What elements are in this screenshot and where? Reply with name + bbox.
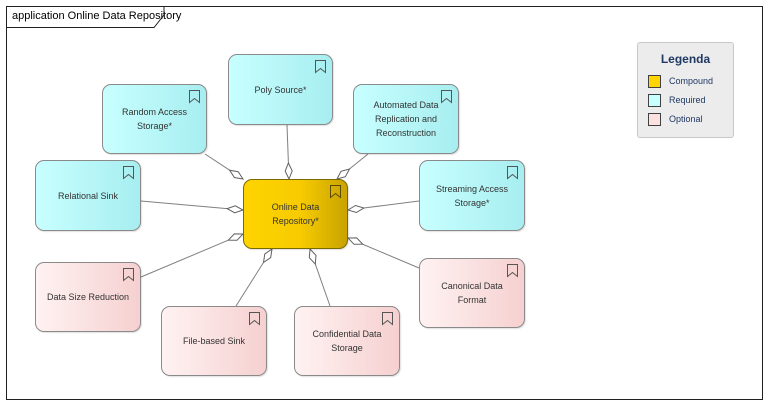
- legend-label: Optional: [669, 114, 703, 124]
- node-label: Canonical Data Format: [441, 281, 503, 305]
- connector-random-access[interactable]: [204, 153, 230, 171]
- node-label: Data Size Reduction: [46, 292, 130, 302]
- bookmark-icon: [507, 166, 518, 180]
- node-confidential-data-storage[interactable]: Confidential Data Storage: [294, 306, 400, 376]
- legend-label: Required: [669, 95, 706, 105]
- aggregation-diamond-icon: [308, 247, 317, 266]
- node-label: Poly Source*: [254, 84, 307, 95]
- bookmark-icon: [123, 268, 134, 282]
- bookmark-icon: [382, 312, 393, 326]
- bookmark-icon: [507, 264, 518, 278]
- node-label: Random Access Storage*: [121, 107, 188, 131]
- aggregation-diamond-icon: [336, 168, 351, 180]
- legend-title: Legenda: [660, 52, 711, 66]
- bookmark-icon: [330, 185, 341, 199]
- connector-automated[interactable]: [349, 153, 369, 170]
- legend: Legenda Compound Required Optional: [637, 42, 734, 138]
- aggregation-diamond-icon: [227, 233, 245, 241]
- node-poly-source[interactable]: Poly Source*: [228, 54, 333, 125]
- node-label: Confidential Data Storage: [312, 329, 382, 353]
- connector-streaming[interactable]: [363, 200, 420, 209]
- node-data-size-reduction[interactable]: Data Size Reduction: [35, 262, 141, 332]
- legend-label: Compound: [669, 76, 714, 86]
- node-label: Streaming Access Storage*: [435, 183, 509, 208]
- node-online-data-repository[interactable]: Online Data Repository*: [243, 179, 348, 249]
- frame-title: application Online Data Repository: [12, 10, 182, 22]
- aggregation-diamond-icon: [228, 169, 245, 180]
- node-streaming-access-storage[interactable]: Streaming Access Storage*: [419, 160, 525, 231]
- legend-swatch: [648, 113, 661, 126]
- connector-canonical[interactable]: [362, 243, 420, 269]
- node-automated-data-replication[interactable]: Automated Data Replication and Reconstru…: [353, 84, 459, 154]
- connector-file-sink[interactable]: [235, 262, 264, 307]
- aggregation-diamond-icon: [346, 204, 366, 214]
- connector-size-reduction[interactable]: [140, 239, 229, 278]
- aggregation-diamond-icon: [262, 247, 273, 264]
- legend-swatch: [648, 75, 661, 88]
- bookmark-icon: [189, 90, 200, 104]
- aggregation-diamond-icon: [284, 161, 293, 181]
- node-label: File-based Sink: [182, 336, 246, 346]
- node-file-based-sink[interactable]: File-based Sink: [161, 306, 267, 376]
- legend-swatch: [648, 94, 661, 107]
- node-label: Online Data Repository*: [271, 202, 320, 226]
- node-label: Relational Sink: [57, 190, 119, 201]
- bookmark-icon: [441, 90, 452, 104]
- aggregation-diamond-icon: [225, 205, 245, 214]
- bookmark-icon: [249, 312, 260, 326]
- node-canonical-data-format[interactable]: Canonical Data Format: [419, 258, 525, 328]
- connector-relational[interactable]: [140, 200, 228, 210]
- connector-confidential[interactable]: [314, 263, 331, 307]
- node-random-access-storage[interactable]: Random Access Storage*: [102, 84, 207, 154]
- node-label: Automated Data Replication and Reconstru…: [373, 100, 439, 138]
- bookmark-icon: [315, 60, 326, 74]
- node-relational-sink[interactable]: Relational Sink: [35, 160, 141, 231]
- aggregation-diamond-icon: [346, 237, 364, 245]
- connector-poly-source[interactable]: [286, 124, 289, 164]
- bookmark-icon: [123, 166, 134, 180]
